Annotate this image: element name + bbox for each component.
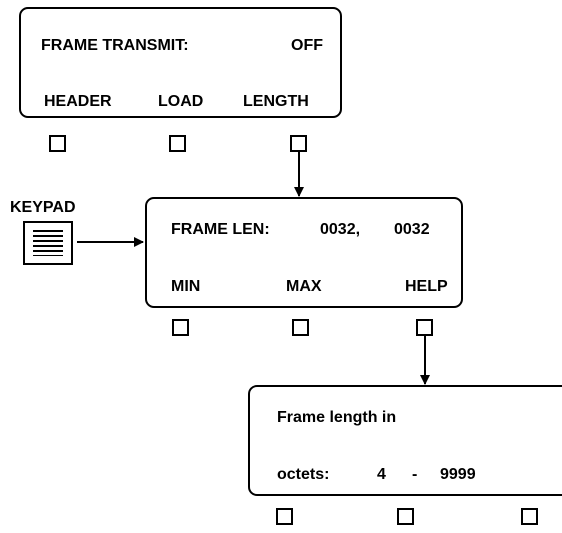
frame-len-display: FRAME LEN: 0032, 0032 MIN MAX HELP xyxy=(145,197,463,308)
info-softkey-3[interactable] xyxy=(521,508,538,525)
frame-len-title: FRAME LEN: xyxy=(171,221,270,238)
help-info-range-separator: - xyxy=(412,466,418,483)
length-softkey[interactable] xyxy=(290,135,307,152)
help-info-display: Frame length in octets: 4 - 9999 xyxy=(248,385,562,496)
softkey-label-max: MAX xyxy=(286,278,322,295)
frame-transmit-title: FRAME TRANSMIT: xyxy=(41,37,189,54)
frame-len-value-2: 0032 xyxy=(394,221,430,238)
frame-transmit-status: OFF xyxy=(291,37,323,54)
help-info-range-min: 4 xyxy=(377,466,386,483)
softkey-label-header: HEADER xyxy=(44,93,112,110)
info-softkey-2[interactable] xyxy=(397,508,414,525)
info-softkey-1[interactable] xyxy=(276,508,293,525)
keypad-label: KEYPAD xyxy=(10,199,76,216)
help-info-range-max: 9999 xyxy=(440,466,476,483)
header-softkey[interactable] xyxy=(49,135,66,152)
softkey-label-min: MIN xyxy=(171,278,201,295)
frame-len-value-1: 0032, xyxy=(320,221,361,238)
keypad-icon[interactable] xyxy=(23,221,73,265)
min-softkey[interactable] xyxy=(172,319,189,336)
softkey-label-length: LENGTH xyxy=(243,93,309,110)
max-softkey[interactable] xyxy=(292,319,309,336)
softkey-label-load: LOAD xyxy=(158,93,204,110)
help-softkey[interactable] xyxy=(416,319,433,336)
help-info-line-1: Frame length in xyxy=(277,409,397,426)
frame-transmit-display: FRAME TRANSMIT: OFF HEADER LOAD LENGTH xyxy=(19,7,342,118)
softkey-label-help: HELP xyxy=(405,278,448,295)
load-softkey[interactable] xyxy=(169,135,186,152)
help-info-line-2-label: octets: xyxy=(277,466,330,483)
